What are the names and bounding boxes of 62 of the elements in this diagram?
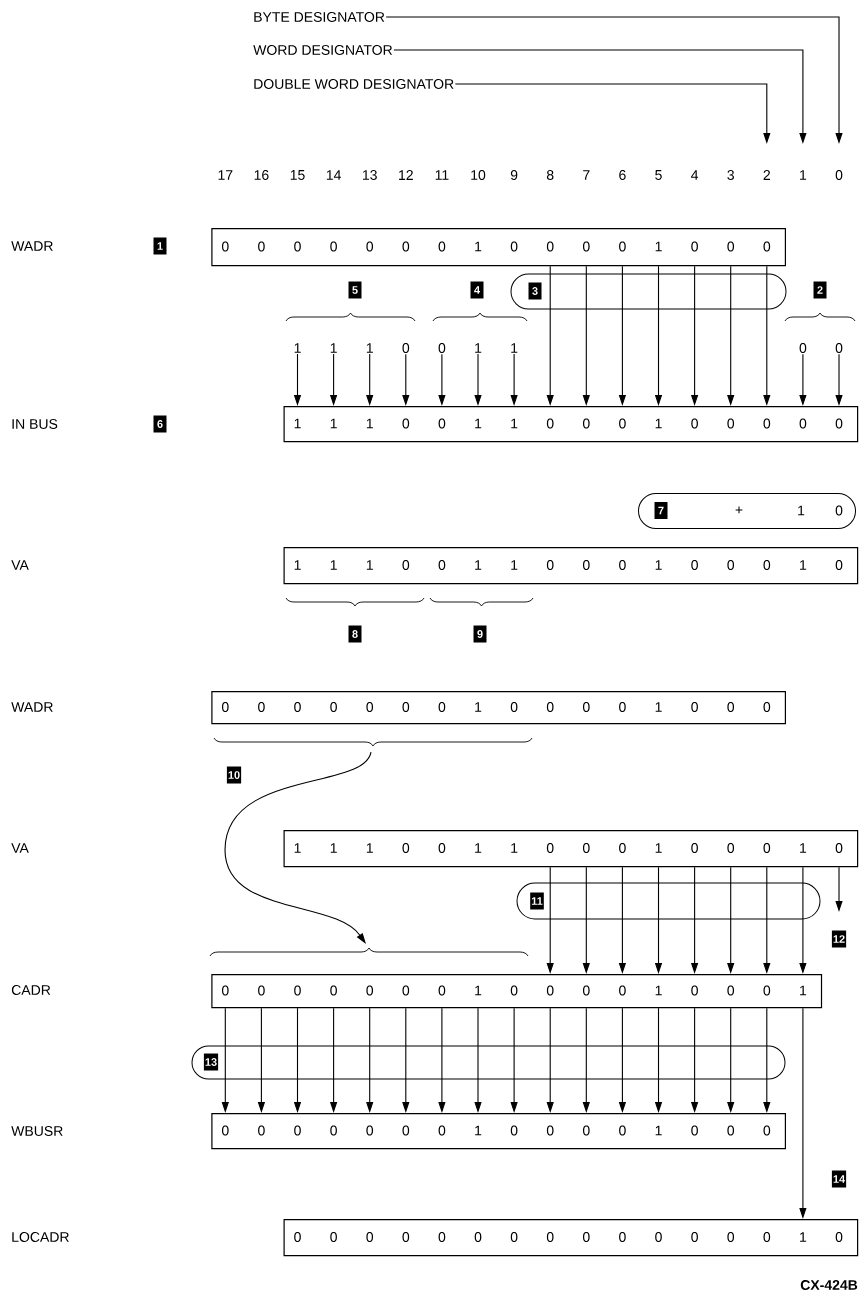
input-bit: 1 <box>330 343 337 353</box>
register-label: WADR <box>11 702 53 712</box>
bit-number: 5 <box>655 170 662 180</box>
figure-code: CX-424B <box>800 1280 858 1290</box>
input-bit: 0 <box>402 343 410 353</box>
callout-number: 3 <box>528 282 542 300</box>
bit-number: 10 <box>471 170 486 180</box>
bit-number: 11 <box>435 170 449 180</box>
bit-number: 17 <box>218 170 233 180</box>
bit-number: 12 <box>399 170 413 180</box>
designator-label: DOUBLE WORD DESIGNATOR <box>254 79 454 89</box>
callout-number: 8 <box>348 625 362 643</box>
register-box: 0 0 0 0 0 0 0 1 0 0 0 0 1 0 0 0 <box>211 228 786 267</box>
callout-number: 13 <box>203 1053 219 1071</box>
callout-number: 11 <box>530 892 544 910</box>
callout-number: 6 <box>153 415 167 433</box>
input-bit: 1 <box>294 343 301 353</box>
register-box: 1 1 1 0 0 1 1 0 0 0 1 0 0 0 1 0 <box>283 830 859 868</box>
bit-number: 8 <box>546 170 554 180</box>
input-bit: 0 <box>438 343 446 353</box>
rounded-frame: 7 + 1 0 <box>638 493 856 529</box>
bit-number: 3 <box>727 170 734 180</box>
designator-label: WORD DESIGNATOR <box>253 45 393 55</box>
register-box: 0 0 0 0 0 0 0 1 0 0 0 0 1 0 0 0 1 <box>211 974 823 1009</box>
callout-number: 14 <box>831 1170 847 1188</box>
bit-number: 7 <box>583 170 590 180</box>
bit-number: 2 <box>763 170 770 180</box>
register-box: 0 0 0 0 0 0 0 1 0 0 0 0 1 0 0 0 <box>211 1113 786 1150</box>
designator-label: BYTE DESIGNATOR <box>254 12 385 22</box>
register-box: 1 1 1 0 0 1 1 0 0 0 1 0 0 0 1 0 <box>283 547 859 585</box>
bit-number: 13 <box>363 170 377 180</box>
callout-number: 9 <box>473 625 487 643</box>
bit-number: 6 <box>619 170 626 180</box>
register-box: 0 0 0 0 0 0 0 1 0 0 0 0 1 0 0 0 <box>211 691 786 725</box>
register-box: 1 1 1 0 0 1 1 0 0 0 1 0 0 0 0 0 <box>283 406 859 443</box>
bit-number: 16 <box>254 170 269 180</box>
bit-number: 14 <box>326 170 341 180</box>
input-bit: 0 <box>799 343 807 353</box>
bit-number: 4 <box>691 170 699 180</box>
register-label: CADR <box>11 985 51 995</box>
bit-number: 9 <box>510 170 518 180</box>
input-bit: 1 <box>366 343 373 353</box>
callout-number: 12 <box>831 930 847 948</box>
callout-number: 5 <box>348 281 362 299</box>
register-label: VA <box>11 560 29 570</box>
callout-number: 2 <box>813 281 827 299</box>
bit-number: 1 <box>800 170 807 180</box>
input-bit: 1 <box>475 343 482 353</box>
callout-number: 10 <box>226 766 242 784</box>
register-label: LOCADR <box>12 1232 69 1242</box>
register-label: WBUSR <box>11 1126 63 1136</box>
bit-number: 0 <box>835 170 843 180</box>
register-label: WADR <box>11 241 53 251</box>
callout-number: 1 <box>153 237 167 255</box>
register-label: IN BUS <box>12 419 58 429</box>
callout-number: 4 <box>470 281 484 299</box>
register-box: 0 0 0 0 0 0 0 0 0 0 0 0 0 0 1 0 <box>283 1219 859 1257</box>
bit-number: 15 <box>290 170 305 180</box>
register-label: VA <box>11 843 29 853</box>
input-bit: 0 <box>835 343 843 353</box>
input-bit: 1 <box>511 343 518 353</box>
arrow <box>224 751 372 944</box>
